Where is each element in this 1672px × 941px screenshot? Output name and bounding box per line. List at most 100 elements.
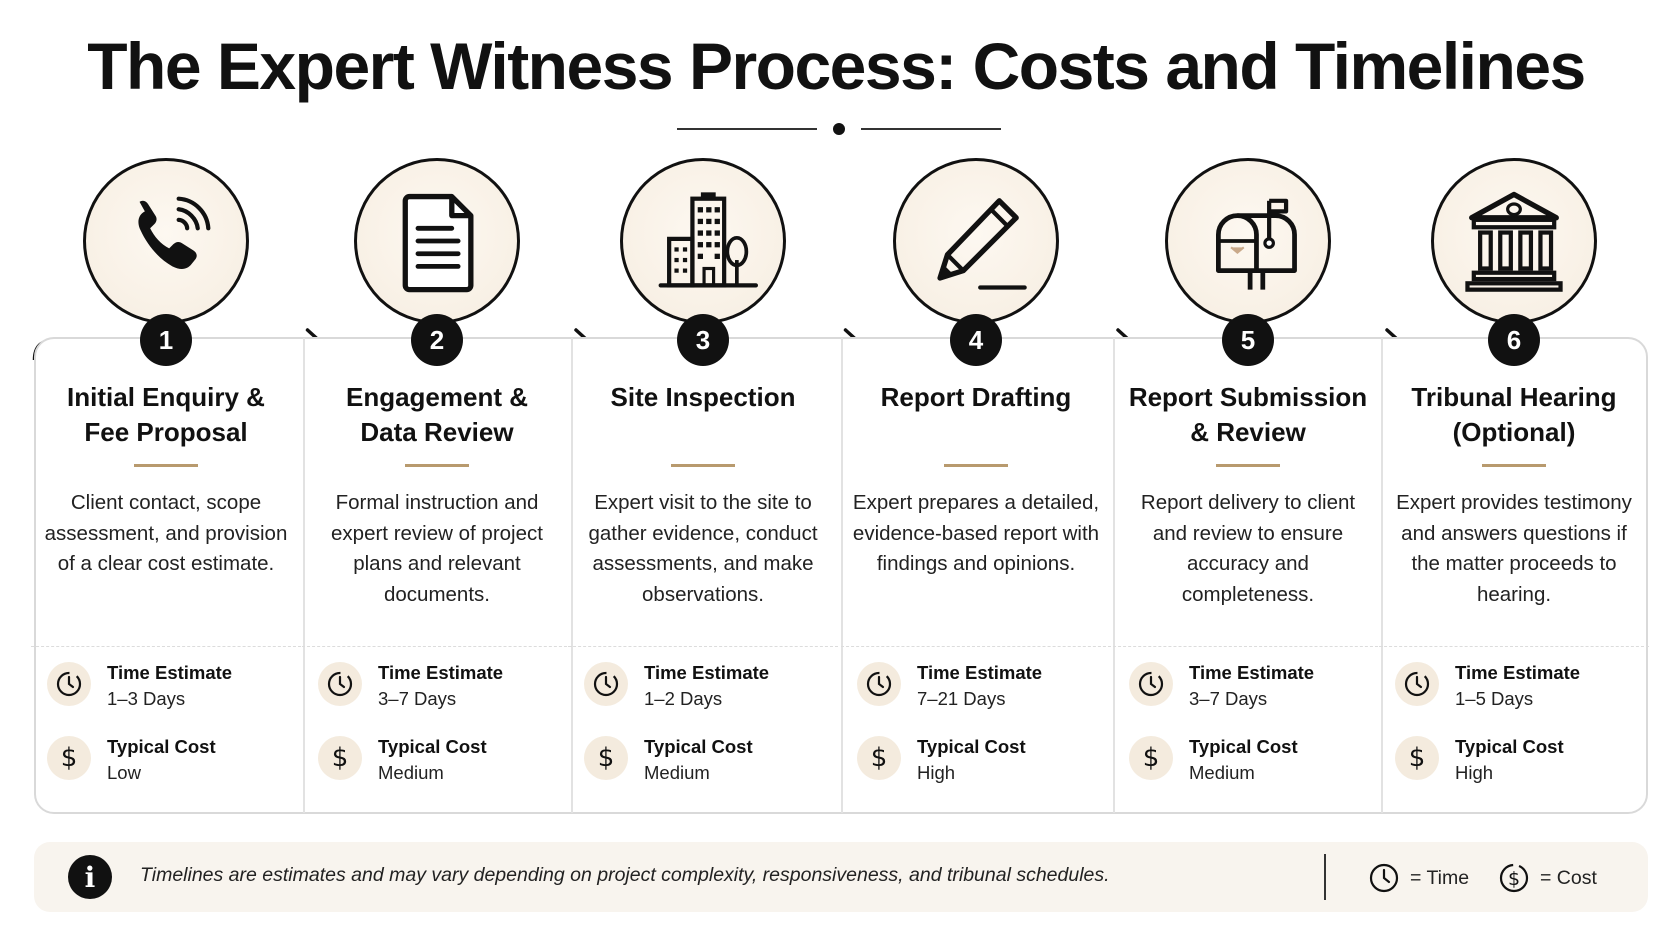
info-icon: i bbox=[68, 855, 112, 899]
step-title: Report Drafting bbox=[841, 380, 1111, 415]
meta-divider bbox=[841, 646, 1111, 647]
meta-divider bbox=[1113, 646, 1383, 647]
clock-icon bbox=[1404, 671, 1430, 697]
page-title: The Expert Witness Process: Costs and Ti… bbox=[87, 29, 1586, 103]
dollar-icon: $ bbox=[60, 743, 78, 773]
step-description: Formal instruction and expert review of … bbox=[331, 491, 543, 606]
process-step: 5 Report Submission & Review Report deli… bbox=[1113, 0, 1383, 941]
typical-cost-label: Typical Cost bbox=[1455, 736, 1564, 757]
step-title: Engagement & Data Review bbox=[302, 380, 572, 450]
document-icon bbox=[402, 193, 474, 293]
typical-cost-value: Medium bbox=[378, 762, 444, 783]
step-number-badge: 4 bbox=[950, 314, 1002, 366]
title-accent-rule bbox=[671, 464, 735, 467]
legend-time: = Time bbox=[1368, 860, 1469, 896]
meta-divider bbox=[31, 646, 301, 647]
dollar-icon: $ bbox=[1408, 743, 1426, 773]
step-separator bbox=[303, 338, 305, 813]
time-estimate: Time Estimate 3–7 Days bbox=[1129, 660, 1379, 712]
time-estimate: Time Estimate 1–2 Days bbox=[584, 660, 834, 712]
step-description: Expert visit to the site to gather evide… bbox=[588, 491, 818, 606]
clock-icon bbox=[1138, 671, 1164, 697]
process-step: 3 Site Inspection Expert visit to the si… bbox=[568, 0, 838, 941]
clock-icon-badge bbox=[47, 662, 91, 706]
dollar-icon: $ bbox=[1142, 743, 1160, 773]
clock-icon-badge bbox=[1395, 662, 1439, 706]
time-estimate-label: Time Estimate bbox=[644, 662, 770, 683]
clock-icon bbox=[593, 671, 619, 697]
step-title-line: Report Drafting bbox=[880, 382, 1072, 412]
pencil-icon bbox=[937, 198, 1027, 290]
footer-note: Timelines are estimates and may vary dep… bbox=[140, 864, 1110, 886]
typical-cost-label: Typical Cost bbox=[378, 736, 487, 757]
clock-icon bbox=[56, 671, 82, 697]
step-title-line: Report Submission bbox=[1128, 382, 1368, 412]
step-title: Initial Enquiry & Fee Proposal bbox=[31, 380, 301, 450]
time-estimate-value: 1–3 Days bbox=[107, 688, 186, 709]
typical-cost-value: Medium bbox=[644, 762, 710, 783]
time-estimate: Time Estimate 7–21 Days bbox=[857, 660, 1107, 712]
time-estimate-label: Time Estimate bbox=[107, 662, 233, 683]
step-icon-circle bbox=[620, 158, 786, 324]
time-estimate-label: Time Estimate bbox=[378, 662, 504, 683]
step-title: Report Submission & Review bbox=[1113, 380, 1383, 450]
step-title-line: Data Review bbox=[360, 417, 514, 447]
title-accent-rule bbox=[944, 464, 1008, 467]
typical-cost: $ Typical Cost High bbox=[857, 734, 1107, 786]
step-title-line: (Optional) bbox=[1452, 417, 1576, 447]
clock-icon-badge bbox=[318, 662, 362, 706]
dollar-icon-badge: $ bbox=[584, 736, 628, 780]
typical-cost-label: Typical Cost bbox=[917, 736, 1026, 757]
time-estimate-label: Time Estimate bbox=[1455, 662, 1581, 683]
step-number-badge: 3 bbox=[677, 314, 729, 366]
step-number-badge: 5 bbox=[1222, 314, 1274, 366]
courthouse-icon bbox=[1465, 191, 1563, 292]
step-number-badge: 2 bbox=[411, 314, 463, 366]
step-number-badge: 6 bbox=[1488, 314, 1540, 366]
title-accent-rule bbox=[1216, 464, 1280, 467]
typical-cost: $ Typical Cost Medium bbox=[584, 734, 834, 786]
typical-cost: $ Typical Cost Medium bbox=[318, 734, 568, 786]
legend-cost-label: = Cost bbox=[1540, 866, 1597, 889]
time-estimate: Time Estimate 1–3 Days bbox=[47, 660, 297, 712]
process-step: 1 Initial Enquiry & Fee Proposal Client … bbox=[31, 0, 301, 941]
process-step: 6 Tribunal Hearing (Optional) Expert pro… bbox=[1379, 0, 1649, 941]
meta-divider bbox=[1379, 646, 1649, 647]
step-icon-circle bbox=[354, 158, 520, 324]
clock-icon-badge bbox=[857, 662, 901, 706]
step-separator bbox=[571, 338, 573, 813]
step-icon-circle bbox=[1431, 158, 1597, 324]
step-description: Report delivery to client and review to … bbox=[1140, 491, 1356, 606]
time-estimate-value: 1–5 Days bbox=[1455, 688, 1534, 709]
dollar-icon: $ bbox=[331, 743, 349, 773]
footer-divider bbox=[1324, 854, 1326, 900]
mailbox-icon bbox=[1216, 198, 1297, 290]
meta-divider bbox=[568, 646, 838, 647]
dollar-icon-badge: $ bbox=[318, 736, 362, 780]
legend-time-label: = Time bbox=[1410, 866, 1470, 889]
step-icon-circle bbox=[893, 158, 1059, 324]
typical-cost-value: High bbox=[1455, 762, 1494, 783]
title-accent-rule bbox=[405, 464, 469, 467]
step-title-line: & Review bbox=[1190, 417, 1306, 447]
step-separator bbox=[1113, 338, 1115, 813]
typical-cost: $ Typical Cost Low bbox=[47, 734, 297, 786]
dollar-icon-badge: $ bbox=[857, 736, 901, 780]
dollar-circle-icon: $ bbox=[1499, 863, 1529, 893]
step-title-line: Site Inspection bbox=[610, 382, 796, 412]
clock-icon-badge bbox=[1129, 662, 1173, 706]
typical-cost-value: Low bbox=[107, 762, 141, 783]
phone-icon bbox=[138, 196, 211, 269]
title-divider bbox=[677, 122, 1001, 136]
meta-divider bbox=[302, 646, 572, 647]
title-accent-rule bbox=[134, 464, 198, 467]
step-separator bbox=[1381, 338, 1383, 813]
typical-cost: $ Typical Cost High bbox=[1395, 734, 1645, 786]
clock-icon bbox=[327, 671, 353, 697]
footer-note-bar: i Timelines are estimates and may vary d… bbox=[34, 842, 1648, 912]
step-number-badge: 1 bbox=[140, 314, 192, 366]
time-estimate-label: Time Estimate bbox=[1189, 662, 1315, 683]
step-description: Expert provides testimony and answers qu… bbox=[1396, 491, 1632, 606]
time-estimate-value: 1–2 Days bbox=[644, 688, 723, 709]
step-title: Site Inspection bbox=[568, 380, 838, 415]
